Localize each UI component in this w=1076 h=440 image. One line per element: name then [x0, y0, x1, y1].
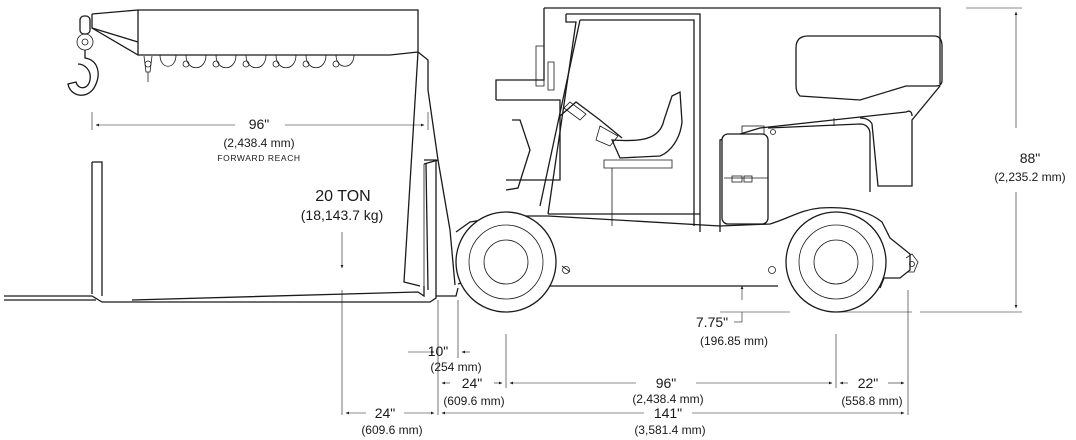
dimension-lines	[91, 7, 1022, 415]
height-label: 88" (2,235.2 mm)	[994, 150, 1065, 184]
carriage-mast	[403, 51, 456, 291]
overall-length-label: 141" (3,581.4 mm)	[634, 405, 705, 437]
load-center-label: 24" (609.6 mm)	[361, 405, 422, 437]
front-overhang-value: 24"	[462, 375, 483, 391]
capacity-label: 20 TON (18,143.7 kg)	[301, 188, 384, 223]
rear-overhang-label: 22" (558.8 mm)	[841, 375, 902, 408]
fork-to-wheel-value: 10"	[428, 343, 449, 359]
height-value: 88"	[1020, 150, 1041, 166]
overall-length-metric: (3,581.4 mm)	[634, 423, 705, 437]
height-metric: (2,235.2 mm)	[994, 170, 1065, 184]
vehicle-body	[455, 7, 943, 289]
fork-to-wheel-metric: (254 mm)	[430, 360, 481, 374]
capacity-value: 20 TON	[315, 188, 370, 205]
wheelbase-label: 96" (2,438.4 mm)	[632, 375, 703, 406]
wheelbase-metric: (2,438.4 mm)	[632, 392, 703, 406]
load-center-metric: (609.6 mm)	[361, 423, 422, 437]
crane-boom	[91, 9, 419, 69]
forward-reach-caption: FORWARD REACH	[217, 153, 300, 163]
front-overhang-metric: (609.6 mm)	[443, 394, 504, 408]
front-overhang-label: 24" (609.6 mm)	[443, 375, 504, 408]
crane-hook	[67, 15, 153, 96]
front-wheel	[455, 211, 557, 313]
capacity-metric: (18,143.7 kg)	[301, 207, 384, 223]
ground-clearance-value: 7.75"	[696, 314, 728, 330]
forward-reach-label: 96" (2,438.4 mm) FORWARD REACH	[217, 116, 300, 163]
forward-reach-value: 96"	[249, 116, 270, 132]
rear-overhang-value: 22"	[858, 375, 879, 391]
ground-clearance-label: 7.75" (196.85 mm)	[696, 314, 768, 348]
fork-to-wheel-label: 10" (254 mm)	[428, 343, 482, 374]
ground-clearance-metric: (196.85 mm)	[700, 334, 768, 348]
overall-length-value: 141"	[654, 405, 682, 421]
rear-overhang-metric: (558.8 mm)	[841, 394, 902, 408]
forward-reach-metric: (2,438.4 mm)	[223, 136, 294, 150]
rear-wheel	[785, 211, 887, 313]
load-center-value: 24"	[375, 405, 396, 421]
wheelbase-value: 96"	[656, 375, 677, 391]
forks	[4, 159, 459, 303]
